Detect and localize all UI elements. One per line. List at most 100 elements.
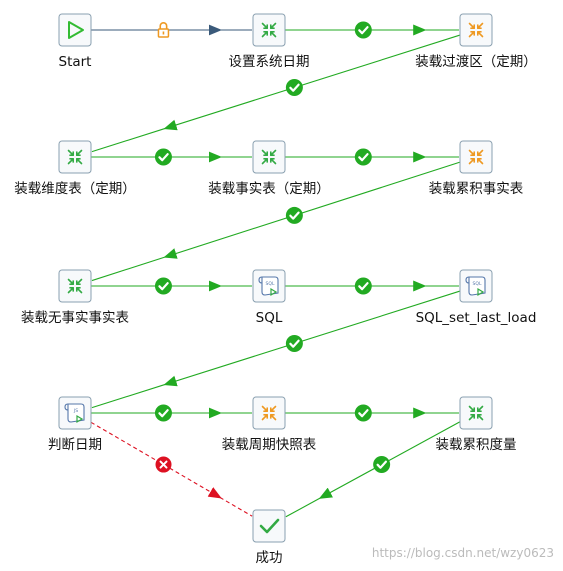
job-entry-start[interactable]: Start (58, 13, 92, 70)
hop-judge_date-to-success[interactable] (90, 421, 253, 517)
hop-set_date-to-load_staging[interactable] (285, 21, 459, 39)
arrow-head (270, 24, 275, 29)
hop-load_accum_measure-to-success[interactable] (285, 421, 461, 518)
hop-start-to-set_date[interactable] (91, 22, 252, 38)
entry-label: 设置系统日期 (229, 54, 310, 70)
hop-sql-to-sql_set_last_load[interactable] (285, 277, 459, 295)
job-entry-sql[interactable]: SQL SQL (252, 269, 286, 326)
entry-label: 装载维度表（定期） (14, 181, 136, 197)
entry-label: 成功 (256, 550, 283, 566)
lock-shackle (159, 22, 168, 29)
arrow-head (270, 414, 275, 419)
job-entry-load-fact[interactable]: 装载事实表（定期） (208, 140, 330, 197)
job-entry-load-accum-measure[interactable]: 装载累积度量 (436, 396, 517, 453)
entry-label: SQL (256, 310, 283, 326)
hop-load_snapshot-to-load_accum_measure[interactable] (285, 404, 459, 422)
transformation-green-arrows-icon (261, 22, 277, 38)
hop-line (163, 34, 461, 131)
arrow-head (69, 287, 74, 292)
scroll-play (270, 287, 278, 297)
cross-icon (155, 456, 172, 473)
arrow-head (477, 151, 482, 156)
success-check-icon (259, 518, 280, 534)
check-badge-circle (154, 148, 172, 166)
entry-icon-box (58, 269, 92, 303)
arrow-head (69, 158, 74, 163)
hop-line (285, 497, 321, 518)
transformation-green-arrows-icon (261, 149, 277, 165)
entry-label: SQL_set_last_load (416, 310, 537, 326)
transformation-orange-arrows-icon (468, 22, 484, 38)
hop-load_dim-to-load_fact[interactable] (91, 148, 252, 166)
job-entry-load-dim[interactable]: 装载维度表（定期） (14, 140, 136, 197)
check-icon (354, 404, 372, 422)
hop-sql_set_last_load-to-judge_date[interactable] (91, 290, 461, 409)
check-icon (285, 79, 303, 97)
entry-label: 装载无事实事实表 (21, 310, 129, 326)
arrow-head (76, 158, 81, 163)
job-entry-success[interactable]: 成功 (252, 509, 286, 566)
entry-icon-box (58, 140, 92, 174)
transformation-orange-arrows-icon (468, 149, 484, 165)
arrow-head (470, 151, 475, 156)
arrow-head (76, 287, 81, 292)
entry-icon-box (252, 13, 286, 47)
job-entry-load-staging[interactable]: 装载过渡区（定期） (415, 13, 537, 70)
check-mark (158, 409, 169, 418)
start-triangle (68, 21, 84, 39)
arrow-head (477, 24, 482, 29)
hop-line (91, 256, 166, 282)
transformation-green-arrows-icon (67, 149, 83, 165)
scroll-curl (258, 276, 263, 284)
check-badge-circle (285, 79, 303, 97)
hop-line (91, 127, 166, 153)
entry-label: 装载事实表（定期） (208, 181, 330, 197)
javascript-evaluate-icon: JS (64, 403, 85, 424)
hop-line (90, 421, 222, 499)
scroll-curl (64, 403, 69, 411)
job-entry-load-factless[interactable]: 装载无事实事实表 (21, 269, 129, 326)
hop-load_staging-to-load_dim[interactable] (91, 34, 461, 153)
entry-label: 装载周期快照表 (222, 437, 317, 453)
scroll-play (76, 414, 84, 424)
arrow-head (69, 280, 74, 285)
check-icon (285, 206, 303, 224)
arrow-head (263, 151, 268, 156)
scroll-tag: SQL (266, 281, 275, 287)
check-mark (358, 153, 369, 162)
entry-icon-box (252, 396, 286, 430)
arrow-head (470, 24, 475, 29)
arrow-head (470, 158, 475, 163)
check-badge-circle (154, 277, 172, 295)
lock-keyhole (162, 31, 165, 35)
success-check (259, 518, 280, 534)
hop-line (318, 421, 461, 499)
arrow-head (263, 158, 268, 163)
check-badge-circle (354, 404, 372, 422)
entry-label: 装载累积度量 (436, 437, 517, 453)
check-badge-circle (354, 277, 372, 295)
scroll-tag: SQL (473, 281, 482, 287)
job-entry-load-accum-fact[interactable]: 装载累积事实表 (429, 140, 524, 197)
hop-load_factless-to-sql[interactable] (91, 277, 252, 295)
hop-load_fact-to-load_accum_fact[interactable] (285, 148, 459, 166)
entry-label: Start (59, 54, 92, 70)
arrow-head (470, 31, 475, 36)
arrow-head (69, 151, 74, 156)
entry-icon-box (252, 140, 286, 174)
hop-load_accum_fact-to-load_factless[interactable] (91, 161, 461, 282)
job-entry-set-date[interactable]: 设置系统日期 (229, 13, 310, 70)
job-entry-load-snapshot[interactable]: 装载周期快照表 (222, 396, 317, 453)
check-badge-circle (354, 148, 372, 166)
check-mark (289, 211, 300, 220)
arrow-head (76, 280, 81, 285)
watermark-text: https://blog.csdn.net/wzy0623 (372, 546, 554, 560)
hop-judge_date-to-load_snapshot[interactable] (91, 404, 252, 422)
job-entry-sql-set-last-load[interactable]: SQL SQL_set_last_load (416, 269, 537, 326)
arrow-head (263, 407, 268, 412)
check-badge-circle (285, 206, 303, 224)
arrow-head (270, 31, 275, 36)
check-icon (154, 404, 172, 422)
